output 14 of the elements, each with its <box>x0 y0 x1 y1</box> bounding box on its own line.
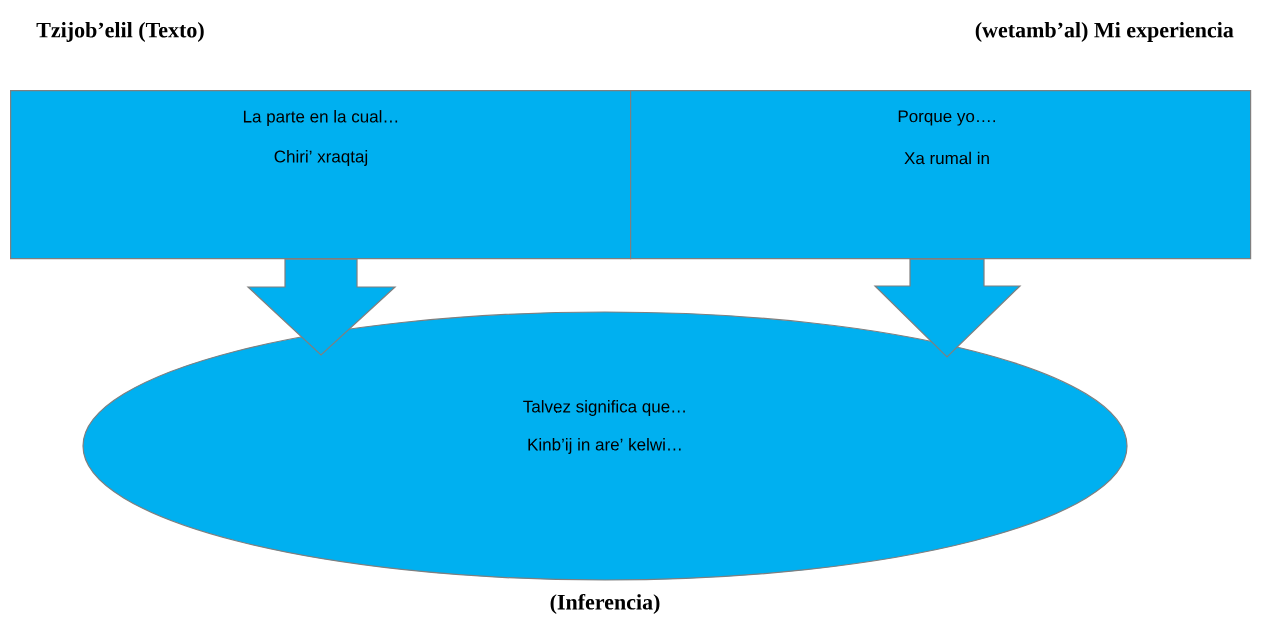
node-text: La parte en la cual… <box>243 110 398 126</box>
node-text: Kinb’ij in are’ kelwi… <box>528 438 681 454</box>
node-text: Chiri’ xraqtaj <box>274 150 368 166</box>
heading: (wetamb’al) Mi experiencia <box>975 22 1234 42</box>
block-arrow <box>873 258 1022 358</box>
node-text: Porque yo…. <box>898 110 996 126</box>
heading: Tzijob’elil (Texto) <box>36 22 204 42</box>
node-text: Talvez significa que… <box>523 400 685 416</box>
node-text: Xa rumal in <box>904 151 989 165</box>
block-arrow <box>246 258 397 356</box>
process-box <box>630 90 1252 260</box>
ellipse-shape <box>82 311 1128 581</box>
process-box <box>10 90 632 260</box>
heading: (Inferencia) <box>550 593 660 615</box>
